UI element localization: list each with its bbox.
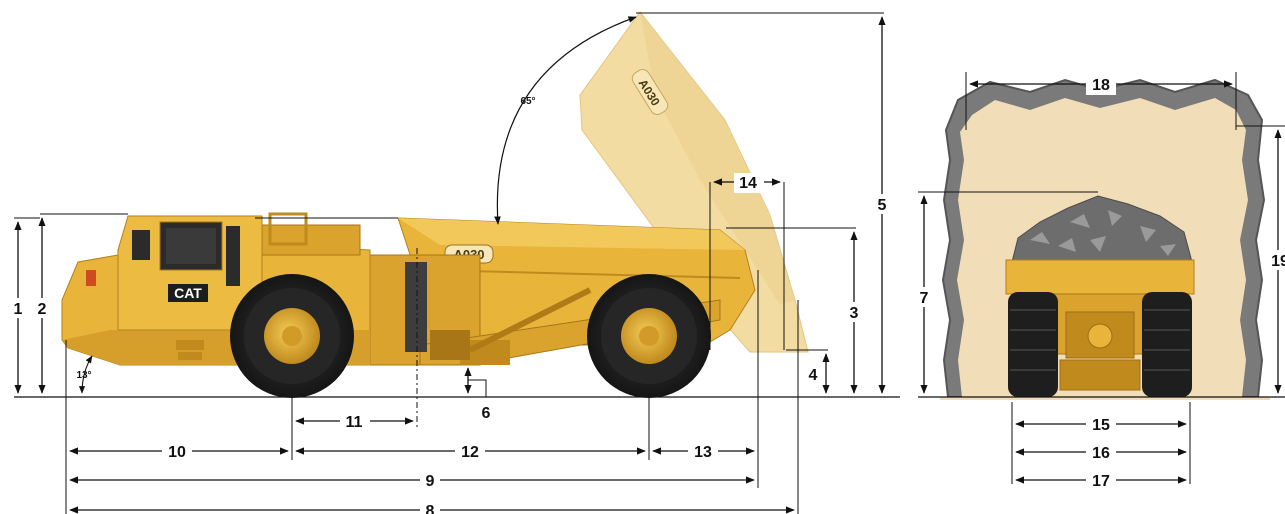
rear-truck [1005, 195, 1195, 397]
label-13: 13 [694, 444, 712, 461]
label-19: 19 [1271, 253, 1285, 270]
label-5: 5 [878, 197, 887, 214]
label-10: 10 [168, 444, 186, 461]
dump-angle-label: 65° [520, 96, 535, 107]
side-dimension-labels: 1 2 3 4 5 6 10 11 12 13 9 8 14 65° 13 [10, 96, 890, 514]
dump-angle-arc [494, 16, 637, 225]
side-view: A030 A030 [10, 11, 900, 514]
label-18: 18 [1092, 77, 1110, 94]
label-12: 12 [461, 444, 479, 461]
rear-light [86, 270, 96, 286]
front-angle-arc [78, 355, 93, 394]
rear-reference-lines [918, 72, 1285, 484]
ore-load [1011, 195, 1193, 263]
front-angle-label: 13° [76, 370, 91, 381]
label-1: 1 [14, 301, 23, 318]
chassis [359, 254, 721, 366]
label-4: 4 [809, 367, 818, 384]
label-11: 11 [346, 414, 363, 431]
label-17: 17 [1092, 473, 1110, 490]
label-3: 3 [850, 305, 859, 322]
label-8: 8 [426, 503, 435, 514]
label-7: 7 [920, 290, 929, 307]
cat-logo: CAT [168, 284, 208, 302]
ore-highlights [1030, 210, 1176, 256]
rear-view: 7 18 19 15 16 17 [916, 72, 1285, 491]
rear-wheel [587, 274, 711, 398]
label-9: 9 [426, 473, 435, 490]
reference-lines [14, 12, 884, 514]
label-15: 15 [1092, 417, 1110, 434]
label-14: 14 [739, 175, 757, 192]
label-6: 6 [482, 405, 491, 422]
front-wheel [230, 274, 354, 398]
label-16: 16 [1092, 445, 1110, 462]
label-2: 2 [38, 301, 47, 318]
operator-cab [117, 215, 263, 331]
cat-logo-text: CAT [174, 285, 202, 301]
rear-dimension-labels: 7 18 19 15 16 17 [916, 75, 1285, 491]
